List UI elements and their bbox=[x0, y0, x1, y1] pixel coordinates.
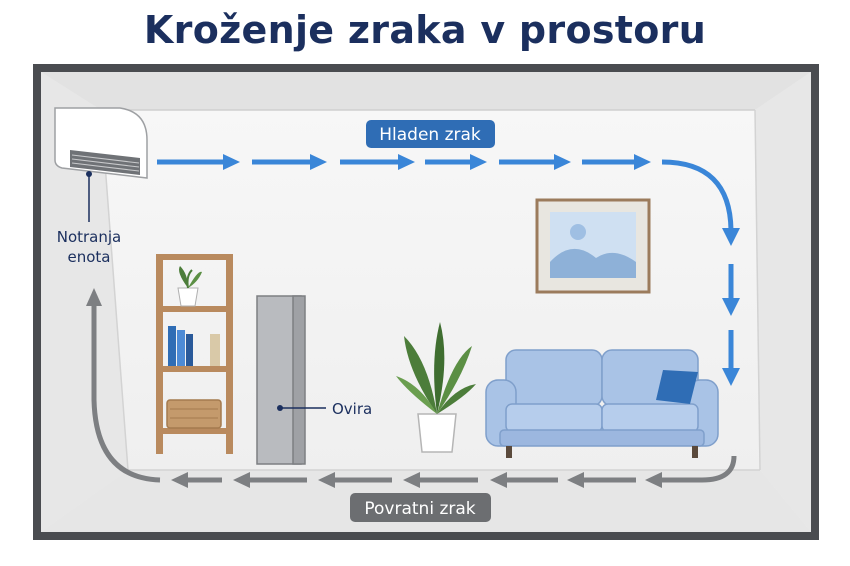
return-air-flow bbox=[86, 288, 737, 488]
obstacle-label: Ovira bbox=[332, 400, 372, 418]
sofa-icon bbox=[485, 349, 719, 458]
cold-air-text: Hladen zrak bbox=[379, 125, 481, 145]
cold-air-label: Hladen zrak bbox=[366, 120, 495, 148]
indoor-unit-label-line1: Notranja bbox=[57, 228, 122, 246]
bookshelf-icon bbox=[156, 254, 233, 454]
indoor-unit-label-line2: enota bbox=[68, 248, 111, 266]
air-conditioner-icon bbox=[54, 107, 148, 179]
landscape-picture-icon bbox=[535, 198, 651, 294]
cold-air-flow bbox=[157, 154, 740, 386]
diagram-title: Kroženje zraka v prostoru bbox=[143, 8, 707, 52]
return-air-label: Povratni zrak bbox=[350, 493, 491, 522]
obstacle-box bbox=[256, 295, 306, 465]
potted-plant-icon bbox=[396, 322, 476, 453]
return-air-text: Povratni zrak bbox=[364, 499, 475, 519]
